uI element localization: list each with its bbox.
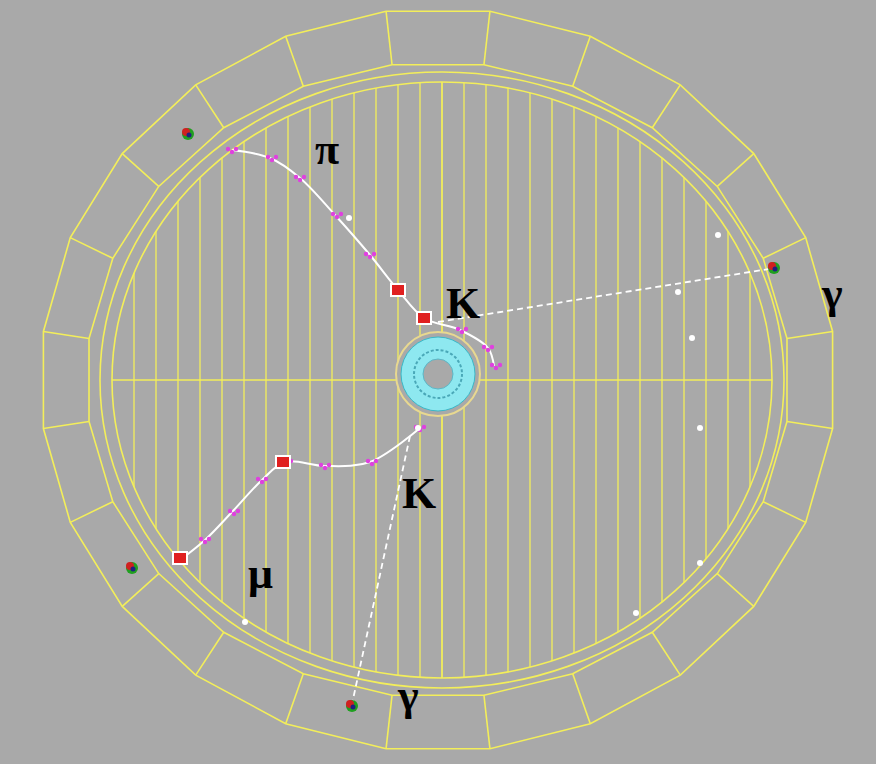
- particle-label: K: [402, 472, 436, 516]
- calorimeter: [43, 11, 832, 749]
- particle-label: π: [315, 128, 339, 172]
- particle-label: μ: [248, 552, 273, 596]
- endcap-modules: [112, 82, 772, 678]
- tracks: [126, 128, 780, 712]
- particle-label: K: [446, 282, 480, 326]
- particle-label: γ: [822, 272, 843, 316]
- particle-label: γ: [398, 674, 419, 718]
- beam-pipe: [396, 332, 480, 416]
